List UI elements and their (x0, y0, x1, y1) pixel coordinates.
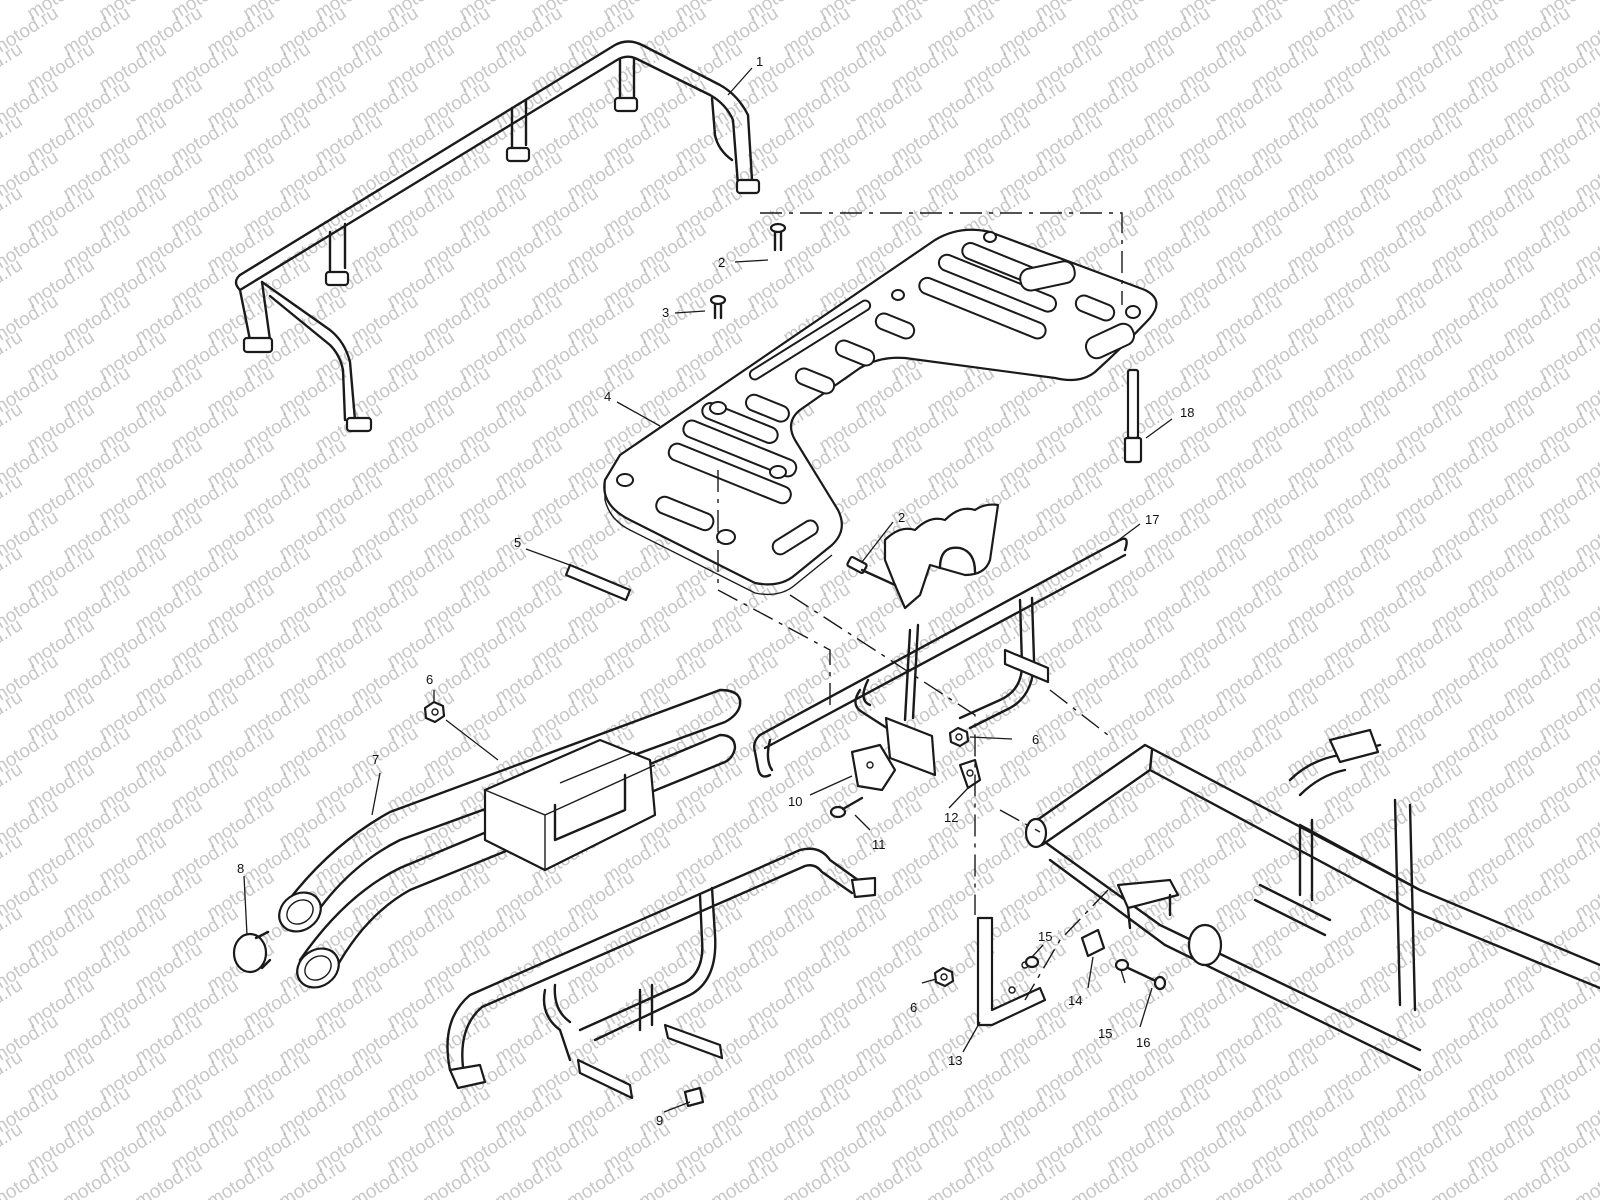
bumper-tube (278, 688, 742, 989)
nut-6c (933, 966, 955, 988)
screw-11 (829, 796, 864, 819)
watermark-text: motod.ru (0, 903, 26, 961)
callout-5: 5 (514, 535, 521, 550)
callout-6-middle: 6 (1032, 732, 1039, 747)
watermark-text: motod.ru (0, 687, 26, 745)
lower-rail (446, 847, 877, 1100)
callout-15-upper: 15 (1038, 929, 1052, 944)
callout-12: 12 (944, 810, 958, 825)
nut-6b (948, 726, 970, 748)
callout-2-upper: 2 (718, 255, 725, 270)
bolt-18 (1123, 368, 1143, 464)
callout-9: 9 (656, 1113, 663, 1128)
callout-10: 10 (788, 794, 802, 809)
nut-6a (423, 700, 446, 724)
washer-12 (958, 758, 982, 790)
reflector-plate (564, 563, 632, 602)
callout-13: 13 (948, 1053, 962, 1068)
callout-6-lower: 6 (910, 1000, 917, 1015)
callout-14: 14 (1068, 993, 1082, 1008)
watermark-text: motod.ru (0, 471, 26, 529)
callout-7: 7 (372, 752, 379, 767)
assembly-lines (717, 212, 1123, 1001)
callout-16: 16 (1136, 1035, 1150, 1050)
watermark-text: motod.ru (0, 615, 26, 673)
callout-3: 3 (662, 305, 669, 320)
watermark-text: motod.ru (0, 543, 26, 601)
watermark-text: motod.ru (0, 1119, 26, 1177)
watermark-text: motod.ru (0, 327, 26, 385)
watermark-text: motod.ru (0, 399, 26, 457)
callout-2-lower: 2 (898, 510, 905, 525)
watermark-text: motod.ru (0, 975, 26, 1033)
side-rail (752, 537, 1128, 778)
watermark-text: motod.ru (0, 759, 26, 817)
rack-platform (603, 228, 1158, 596)
callout-4: 4 (604, 389, 611, 404)
washer-15a (1024, 955, 1040, 969)
watermark-text: motod.ru (0, 831, 26, 889)
mount-bracket (846, 503, 1000, 610)
callout-labels: 1 2 2 3 4 5 6 6 6 7 8 9 10 11 12 13 14 1… (237, 54, 1194, 1128)
main-frame (1024, 728, 1600, 1072)
callout-1: 1 (756, 54, 763, 69)
watermark-text: motod.ru (1572, 1155, 1600, 1200)
rack-rail (234, 40, 761, 433)
washer-15b (1114, 958, 1130, 972)
callout-17: 17 (1145, 512, 1159, 527)
end-cap (232, 930, 272, 974)
watermark-text: motod.ru (0, 39, 26, 97)
callout-6-upper: 6 (426, 672, 433, 687)
screw-3 (709, 294, 727, 320)
watermark-text: motod.ru (0, 255, 26, 313)
callout-18: 18 (1180, 405, 1194, 420)
callout-15-lower: 15 (1098, 1026, 1112, 1041)
bolt-16 (1126, 966, 1167, 991)
bracket-10 (850, 743, 897, 792)
watermark-text: motod.ru (0, 111, 26, 169)
leader-lines (243, 67, 1173, 1113)
callout-11: 11 (872, 837, 886, 852)
watermark-text: motod.ru (0, 1047, 26, 1105)
watermark-text: motod.ru (0, 183, 26, 241)
callout-8: 8 (237, 861, 244, 876)
screw-2 (769, 222, 787, 252)
spacer-14 (1080, 928, 1106, 958)
